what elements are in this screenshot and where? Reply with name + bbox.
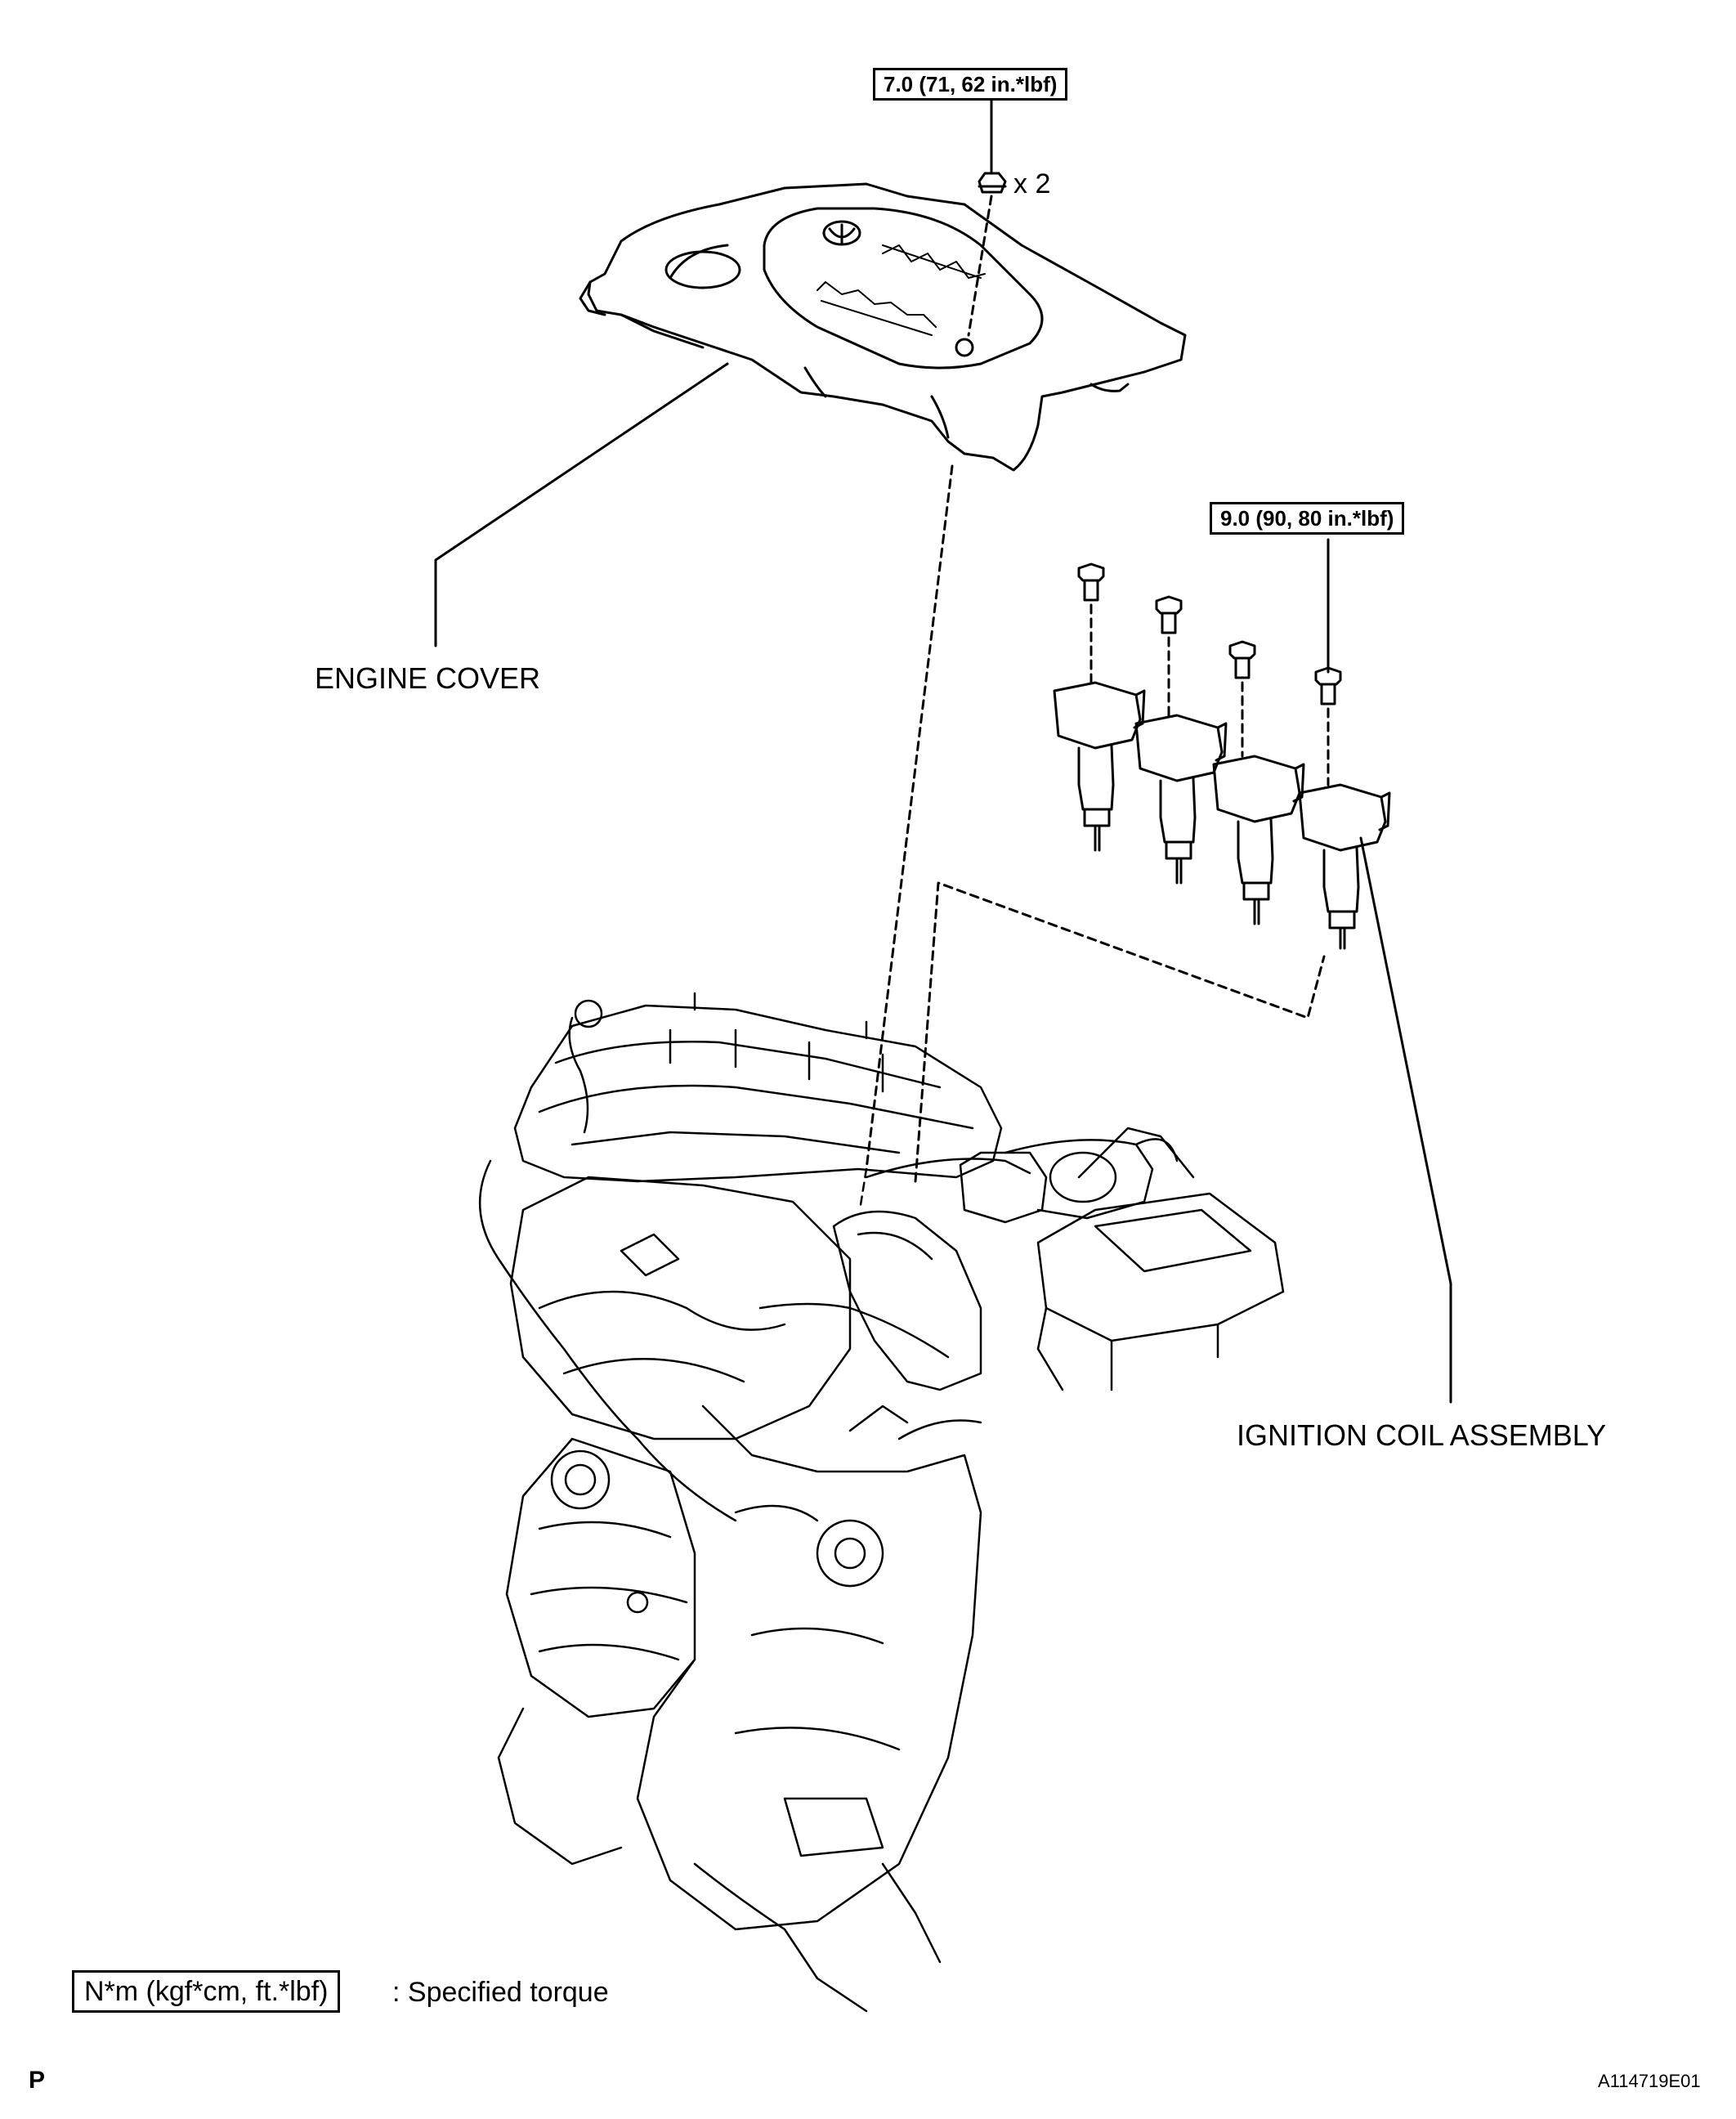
ignition-coil-1 xyxy=(1053,562,1146,852)
ignition-coil-2 xyxy=(1134,595,1228,885)
cover-nut-quantity: x 2 xyxy=(1013,168,1051,199)
cover-alignment-line xyxy=(865,464,954,1171)
engine-cover xyxy=(579,182,1187,472)
ignition-coil-assembly-label: IGNITION COIL ASSEMBLY xyxy=(1237,1418,1607,1452)
ignition-coil-3 xyxy=(1212,640,1305,925)
torque-legend-text: : Specified torque xyxy=(392,1977,609,2008)
ignition-coil-leader xyxy=(1359,836,1452,1404)
ignition-coil-set xyxy=(1053,538,1391,950)
engine-assembly xyxy=(478,992,1285,2013)
cover-nut xyxy=(967,92,1007,337)
figure-id: A114719E01 xyxy=(1598,2071,1701,2091)
torque-callout-coil-bolt: 9.0 (90, 80 in.*lbf) xyxy=(1210,502,1405,535)
engine-cover-label: ENGINE COVER xyxy=(315,661,541,695)
torque-callout-cover-nut: 7.0 (71, 62 in.*lbf) xyxy=(873,68,1068,101)
engine-cover-leader xyxy=(434,362,729,647)
page-marker: P xyxy=(29,2067,46,2094)
coil-alignment-line xyxy=(914,881,1326,1183)
ignition-coil-4 xyxy=(1298,666,1391,950)
torque-legend-box: N*m (kgf*cm, ft.*lbf) xyxy=(72,1970,341,2013)
